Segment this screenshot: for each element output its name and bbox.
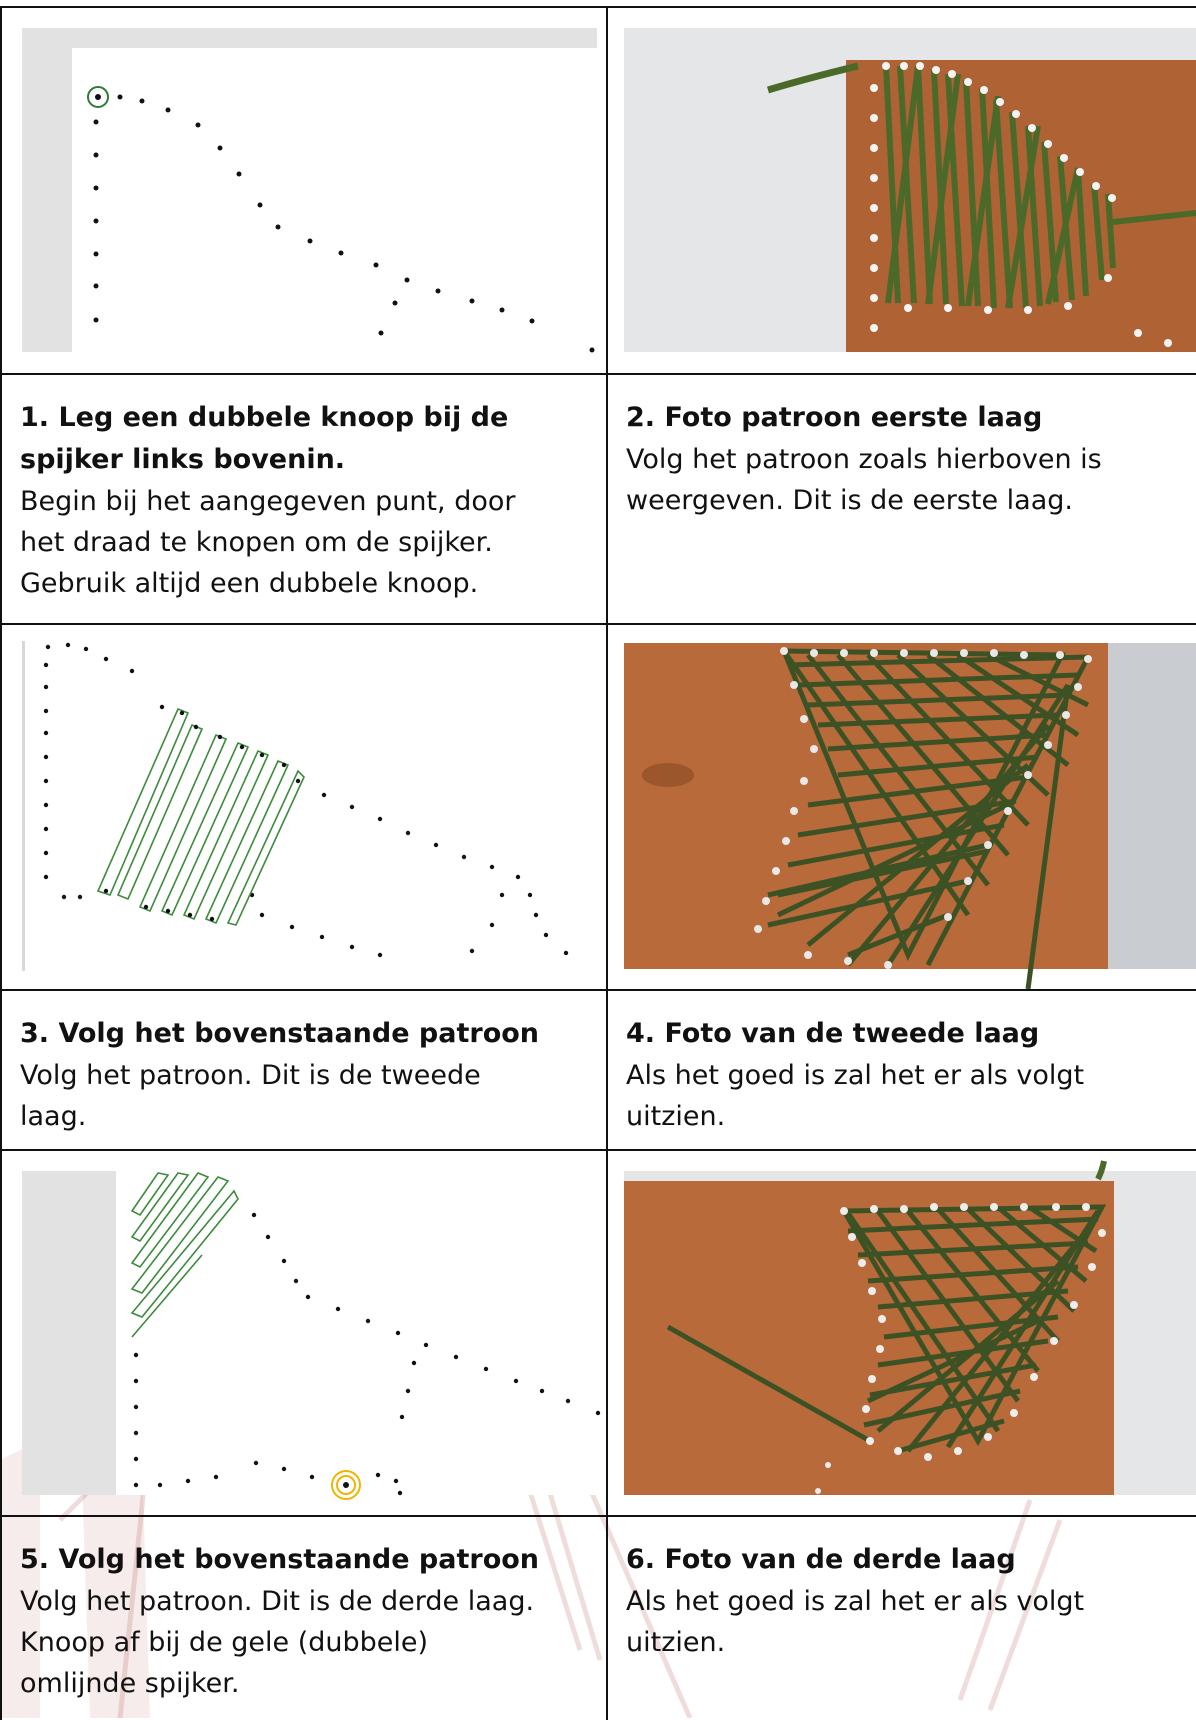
step-3-line-2: laag.	[20, 1101, 87, 1132]
step-5-line-2: Knoop af bij de gele (dubbele)	[20, 1627, 429, 1658]
step-4-line-1: Als het goed is zal het er als volgt	[626, 1060, 1085, 1091]
step-2-line-1: Volg het patroon zoals hierboven is	[626, 444, 1102, 475]
step-1-line-1: Begin bij het aangegeven punt, door	[20, 486, 516, 517]
photo-second-layer	[608, 625, 1196, 991]
step-3-title: 3. Volg het bovenstaande patroon	[20, 1018, 540, 1049]
step-3-line-1: Volg het patroon. Dit is de tweede	[20, 1060, 481, 1091]
start-nail-marker-icon	[87, 86, 109, 108]
step-5-caption: 5. Volg het bovenstaande patroon Volg he…	[2, 1517, 608, 1720]
step-4-caption: 4. Foto van de tweede laag Als het goed …	[608, 991, 1196, 1151]
step-6-title: 6. Foto van de derde laag	[626, 1544, 1016, 1575]
step-4-line-2: uitzien.	[626, 1101, 726, 1132]
step-2-caption: 2. Foto patroon eerste laag Volg het pat…	[608, 375, 1196, 625]
photo-third-layer	[608, 1151, 1196, 1517]
step-1-title: 1. Leg een dubbele knoop bij de spijker …	[20, 402, 509, 475]
end-nail-marker-icon	[336, 1475, 356, 1495]
step-1-line-3: Gebruik altijd een dubbele knoop.	[20, 568, 479, 599]
step-6-line-1: Als het goed is zal het er als volgt	[626, 1586, 1085, 1617]
step-6-caption: 6. Foto van de derde laag Als het goed i…	[608, 1517, 1196, 1720]
step-5-line-1: Volg het patroon. Dit is de derde laag.	[20, 1586, 535, 1617]
diagram-step-1	[2, 8, 608, 375]
diagram-step-3	[2, 625, 608, 991]
step-1-line-2: het draad te knopen om de spijker.	[20, 527, 493, 558]
step-2-line-2: weergeven. Dit is de eerste laag.	[626, 485, 1073, 516]
step-5-line-3: omlijnde spijker.	[20, 1668, 240, 1699]
photo-first-layer	[608, 8, 1196, 375]
step-4-title: 4. Foto van de tweede laag	[626, 1018, 1040, 1049]
step-3-caption: 3. Volg het bovenstaande patroon Volg he…	[2, 991, 608, 1151]
diagram-step-5	[2, 1151, 608, 1517]
step-1-caption: 1. Leg een dubbele knoop bij de spijker …	[2, 375, 608, 625]
step-6-line-2: uitzien.	[626, 1627, 726, 1658]
step-5-title: 5. Volg het bovenstaande patroon	[20, 1544, 540, 1575]
step-2-title: 2. Foto patroon eerste laag	[626, 402, 1043, 433]
